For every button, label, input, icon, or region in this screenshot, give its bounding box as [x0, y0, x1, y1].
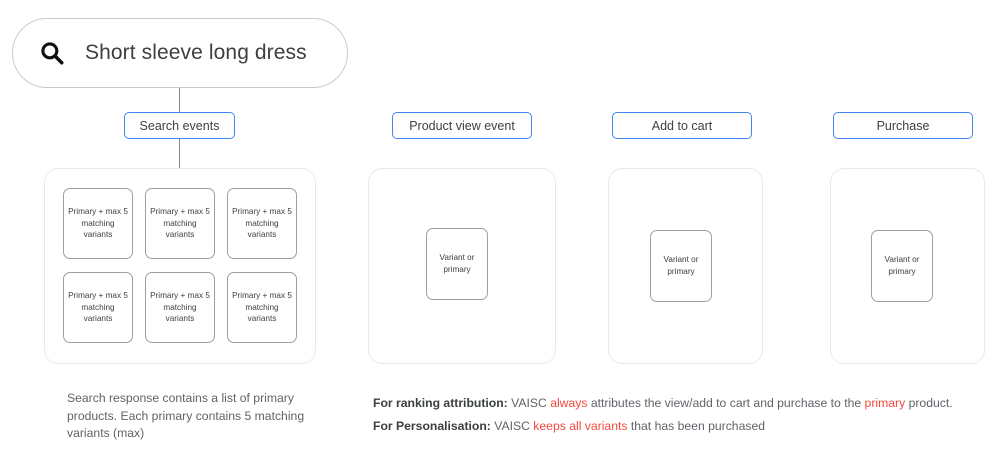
caption-label-ranking: For ranking attribution: [373, 396, 508, 410]
variant-card-grid: Primary + max 5 matching variants Primar… [63, 188, 299, 343]
caption-text-1: VAISC [507, 396, 551, 410]
item-card-add-to-cart: Variant or primary [650, 230, 712, 302]
caption-highlight-always: always [550, 396, 588, 410]
stage-label-product-view-event[interactable]: Product view event [392, 112, 532, 139]
caption-highlight-primary: primary [864, 396, 906, 410]
variant-card: Primary + max 5 matching variants [63, 272, 133, 343]
caption-text-4: VAISC [490, 419, 534, 434]
search-icon [41, 42, 64, 65]
panel-product-view [368, 168, 556, 364]
caption-text-3: product. [905, 396, 953, 410]
variant-card: Primary + max 5 matching variants [227, 188, 297, 259]
connector-search-to-label [179, 88, 181, 112]
caption-label-personalisation: For Personalisation: [373, 419, 491, 434]
caption-row-ranking-attribution: For ranking attribution: VAISC always at… [373, 392, 988, 415]
stage-label-search-events[interactable]: Search events [124, 112, 235, 139]
stage-label-purchase[interactable]: Purchase [833, 112, 973, 139]
variant-card: Primary + max 5 matching variants [145, 272, 215, 343]
variant-card: Primary + max 5 matching variants [145, 188, 215, 259]
item-card-product-view: Variant or primary [426, 228, 488, 300]
caption-row-personalisation: For Personalisation: VAISC keeps all var… [373, 415, 988, 438]
caption-highlight-keeps-all-variants: keeps all variants [533, 419, 628, 434]
variant-card: Primary + max 5 matching variants [227, 272, 297, 343]
caption-text-2: attributes the view/add to cart and purc… [587, 396, 865, 410]
caption-attribution-notes: For ranking attribution: VAISC always at… [373, 392, 988, 438]
panel-search-results: Primary + max 5 matching variants Primar… [44, 168, 316, 364]
search-bar[interactable]: Short sleeve long dress [12, 18, 348, 88]
stage-label-add-to-cart[interactable]: Add to cart [612, 112, 752, 139]
connector-label-to-panel [179, 139, 181, 169]
item-card-purchase: Variant or primary [871, 230, 933, 302]
search-query-text: Short sleeve long dress [85, 41, 307, 64]
caption-search-response: Search response contains a list of prima… [67, 391, 305, 441]
caption-text-5: that has been purchased [627, 419, 766, 434]
variant-card: Primary + max 5 matching variants [63, 188, 133, 259]
